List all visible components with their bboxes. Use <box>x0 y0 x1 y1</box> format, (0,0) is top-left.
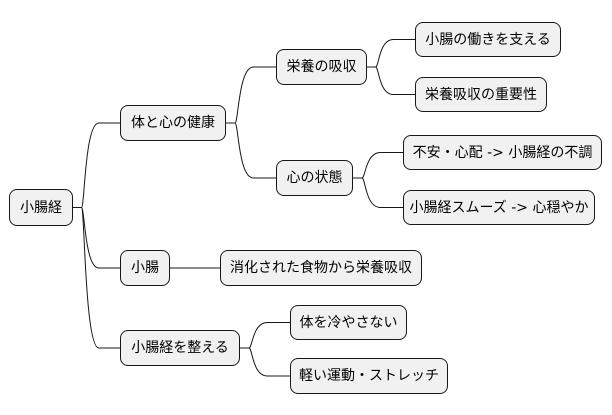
root-node: 小腸経 <box>9 189 73 226</box>
subbranch-node-keep-warm: 体を冷やさない <box>290 305 407 340</box>
subbranch-node-exercise: 軽い運動・ストレッチ <box>290 358 448 394</box>
branch-node-health: 体と心の健康 <box>120 105 226 141</box>
subbranch-node-mind: 心の状態 <box>276 160 353 196</box>
connector-line <box>73 122 120 208</box>
subbranch-node-absorption: 消化された食物から栄養吸収 <box>220 250 422 286</box>
connector-line <box>73 207 120 349</box>
branch-node-regulate: 小腸経を整える <box>120 330 240 366</box>
connector-line <box>226 122 276 179</box>
connector-line <box>367 66 415 95</box>
connector-line <box>367 39 415 68</box>
connector-line <box>240 322 290 349</box>
leaf-node-absorption-importance: 栄養吸収の重要性 <box>415 77 547 112</box>
leaf-node-support-function: 小腸の働きを支える <box>415 22 561 57</box>
connector-line <box>73 207 120 269</box>
connector-line <box>353 177 403 208</box>
connector-line <box>353 152 403 179</box>
subbranch-node-nutrition: 栄養の吸収 <box>276 49 367 85</box>
connector-line <box>226 66 276 124</box>
branch-node-small-intestine: 小腸 <box>120 250 170 286</box>
connector-line <box>240 347 290 377</box>
leaf-node-anxiety: 不安・心配 -> 小腸経の不調 <box>403 135 602 170</box>
leaf-node-calm: 小腸経スムーズ -> 心穏やか <box>403 190 595 225</box>
